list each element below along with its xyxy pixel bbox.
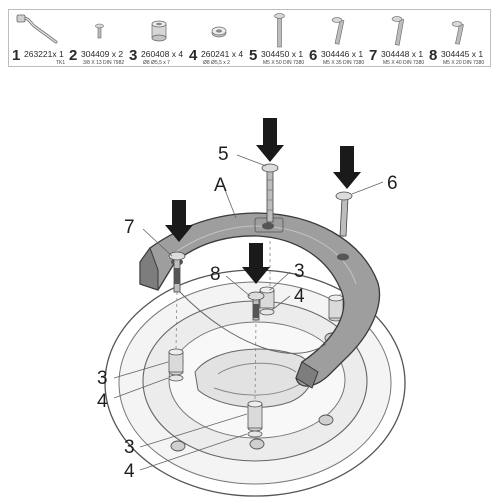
spacer-stack-right	[328, 294, 344, 322]
part-number: 8	[429, 47, 438, 64]
callout-5: 5	[218, 144, 229, 165]
tank-ring-a	[139, 212, 381, 389]
callout-7: 7	[124, 217, 135, 238]
part-number: 6	[309, 47, 318, 64]
part-code: 304446 x 1	[321, 49, 364, 59]
spacer-stack-left	[168, 348, 184, 382]
callout-3-center: 3	[294, 261, 305, 282]
part-spec: TK1	[56, 60, 66, 66]
callout-4-center: 4	[294, 286, 305, 307]
part-spec: M5 X 40 DIN 7380	[383, 60, 425, 66]
part-code: 260408 x 4	[141, 49, 184, 59]
part-number: 7	[369, 47, 378, 64]
down-arrow-icon	[242, 243, 270, 284]
callout-4-bottom: 4	[124, 461, 135, 482]
spacer-icon	[151, 20, 167, 42]
short-screw-icon	[451, 21, 464, 45]
screw-icon	[391, 16, 405, 46]
long-screw-icon	[274, 13, 285, 48]
part-spec: Ø8 Ø5,5 x 2	[203, 60, 230, 66]
screw-5	[261, 163, 279, 223]
exploded-assembly-diagram: 5 6 A 7 8 3 4 3 4 3 4	[97, 118, 406, 497]
callout-6: 6	[387, 173, 398, 194]
washer-icon	[211, 26, 227, 38]
callout-8: 8	[210, 264, 221, 285]
part-spec: M5 X 35 DIN 7380	[323, 60, 365, 66]
down-arrow-icon	[256, 118, 284, 162]
part-spec: 3/8 X 13 DIN 7982	[83, 60, 125, 66]
part-number: 3	[129, 47, 138, 64]
part-code: 304409 x 2	[81, 49, 124, 59]
part-spec: M5 X 50 DIN 7380	[263, 60, 305, 66]
part-code: 304448 x 1	[381, 49, 424, 59]
part-code: 304450 x 1	[261, 49, 304, 59]
insertion-arrows	[165, 118, 361, 284]
medium-screw-icon	[331, 17, 345, 45]
part-spec: Ø8 Ø5,5 x 7	[143, 60, 170, 66]
callout-a: A	[214, 175, 227, 196]
cable-tie-icon	[16, 14, 58, 44]
part-code: 304445 x 1	[441, 49, 484, 59]
part-spec: M5 X 20 DIN 7380	[443, 60, 485, 66]
parts-list-panel: 1 263221x 1 TK1 2 304409 x 2 3/8 X 13 DI…	[8, 9, 491, 67]
tank-flange	[104, 269, 406, 497]
part-number: 1	[12, 47, 21, 64]
part-code: 260241 x 4	[201, 49, 244, 59]
small-screw-icon	[95, 23, 104, 39]
screw-8	[247, 291, 265, 321]
part-number: 5	[249, 47, 258, 64]
down-arrow-icon	[165, 200, 193, 242]
leader-lines	[113, 154, 384, 471]
callout-3-bottom: 3	[124, 437, 135, 458]
screw-7	[168, 251, 186, 293]
spacer-stack-bottom	[247, 400, 263, 438]
callout-3-left: 3	[97, 368, 108, 389]
part-number: 2	[69, 47, 78, 64]
screw-6	[335, 191, 353, 237]
down-arrow-icon	[333, 146, 361, 189]
part-code: 263221x 1	[24, 49, 64, 59]
part-number: 4	[189, 47, 198, 64]
callout-4-left: 4	[97, 391, 108, 412]
spacer-stack-center	[259, 286, 275, 316]
